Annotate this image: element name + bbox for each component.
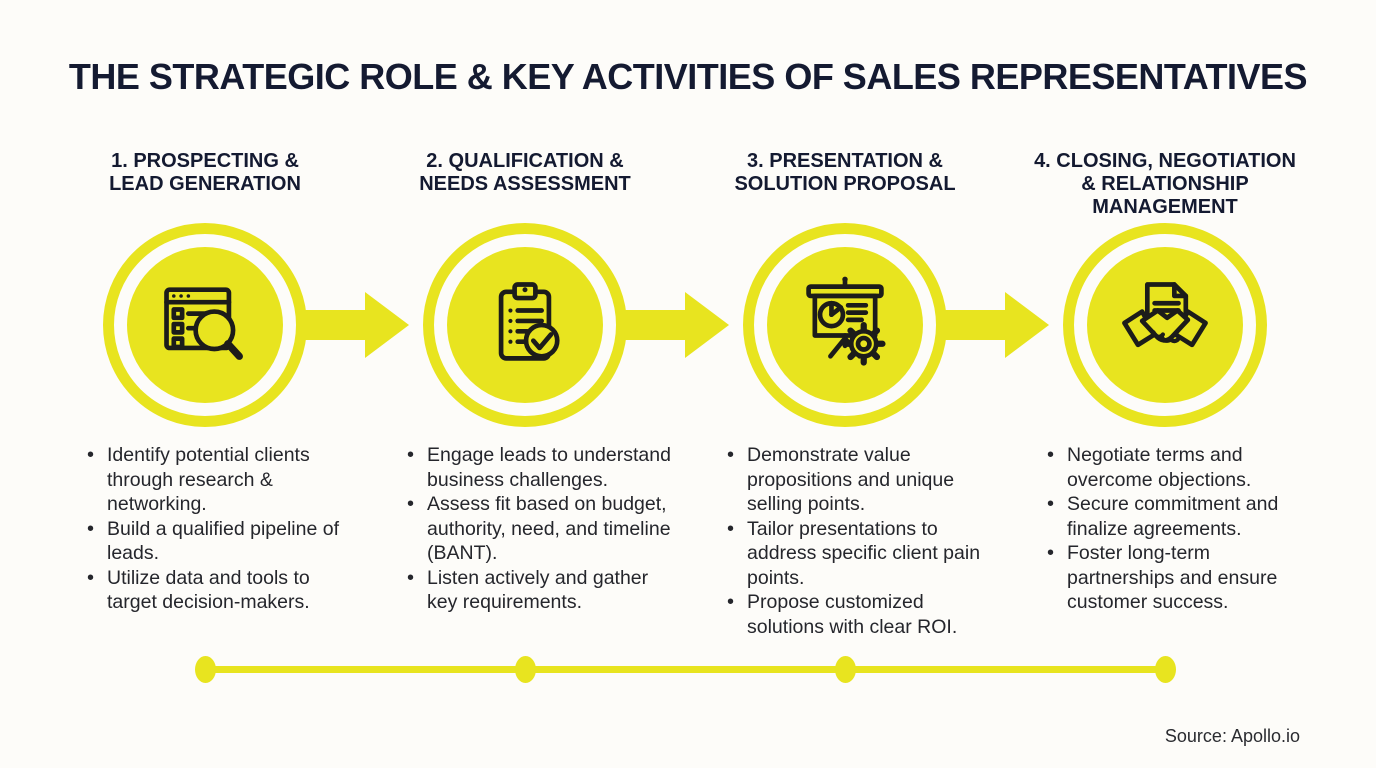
bullet-item: Listen actively and gather key requireme… [405,566,673,615]
bullet-item: Assess fit based on budget, authority, n… [405,492,673,566]
bullet-item: Tailor presentations to address specific… [725,517,993,591]
stage-prospecting: 1. PROSPECTING & LEAD GENERATION [45,150,365,639]
bullet-item: Engage leads to understand business chal… [405,443,673,492]
stage-bullet-list: Negotiate terms and overcome objections.… [1045,443,1313,615]
stage-circle [103,223,307,427]
timeline-line [205,666,1165,673]
stage-heading: 4. CLOSING, NEGOTIATION & RELATIONSHIP M… [1034,150,1296,218]
presentation-chart-icon [793,271,897,380]
stages-row: 1. PROSPECTING & LEAD GENERATION [45,150,1325,639]
stage-circle [1063,223,1267,427]
qualification-checklist-icon [473,271,577,380]
page-title: THE STRATEGIC ROLE & KEY ACTIVITIES OF S… [68,56,1308,97]
timeline-dot [835,656,856,683]
stage-heading: 1. PROSPECTING & LEAD GENERATION [109,150,301,195]
bullet-item: Utilize data and tools to target decisio… [85,566,353,615]
stage-bullet-list: Identify potential clients through resea… [85,443,353,615]
bullet-item: Propose customized solutions with clear … [725,590,993,639]
stage-circle [423,223,627,427]
timeline-dot [515,656,536,683]
bullet-item: Foster long-term partnerships and ensure… [1045,541,1313,615]
closing-handshake-icon [1113,271,1217,380]
timeline-dot [1155,656,1176,683]
timeline-dot [195,656,216,683]
stage-closing: 4. CLOSING, NEGOTIATION & RELATIONSHIP M… [1005,150,1325,639]
prospecting-search-icon [153,271,257,380]
stage-bullet-list: Engage leads to understand business chal… [405,443,673,615]
stage-bullet-list: Demonstrate value propositions and uniqu… [725,443,993,639]
stage-presentation: 3. PRESENTATION & SOLUTION PROPOSAL [685,150,1005,639]
bullet-item: Identify potential clients through resea… [85,443,353,517]
stage-heading: 3. PRESENTATION & SOLUTION PROPOSAL [734,150,956,195]
bullet-item: Build a qualified pipeline of leads. [85,517,353,566]
stage-circle [743,223,947,427]
bullet-item: Demonstrate value propositions and uniqu… [725,443,993,517]
source-attribution: Source: Apollo.io [1164,726,1300,746]
stage-qualification: 2. QUALIFICATION & NEEDS ASSESSMENT [365,150,685,639]
bullet-item: Secure commitment and finalize agreement… [1045,492,1313,541]
stage-heading: 2. QUALIFICATION & NEEDS ASSESSMENT [419,150,631,195]
bullet-item: Negotiate terms and overcome objections. [1045,443,1313,492]
